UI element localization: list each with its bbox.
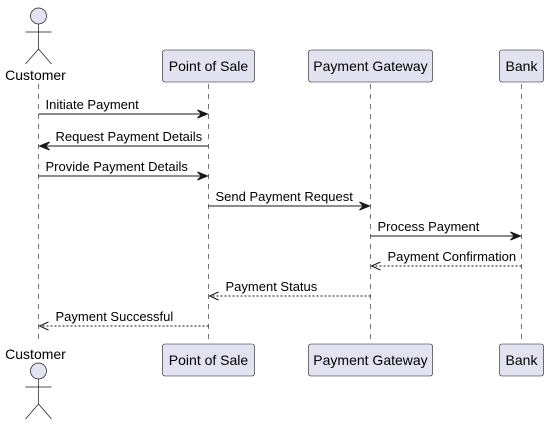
message-1: Initiate Payment xyxy=(38,97,209,119)
participant-label: Payment Gateway xyxy=(313,352,427,368)
actor-top-customer: Customer xyxy=(5,7,66,83)
message-8: Payment Successful xyxy=(38,309,209,331)
message-arrowhead xyxy=(510,231,522,241)
message-label: Payment Status xyxy=(226,279,318,294)
actor-bottom-customer: Customer xyxy=(5,346,66,420)
message-arrowhead xyxy=(197,109,209,119)
participant-bottom-bank: Bank xyxy=(499,343,544,377)
message-label: Payment Confirmation xyxy=(388,249,517,264)
message-2: Request Payment Details xyxy=(38,129,209,151)
participant-top-bank: Bank xyxy=(499,49,544,83)
message-label: Send Payment Request xyxy=(216,189,354,204)
message-4: Send Payment Request xyxy=(208,189,371,211)
message-arrowhead xyxy=(38,321,49,331)
message-arrowhead xyxy=(38,141,50,151)
message-3: Provide Payment Details xyxy=(38,159,209,181)
message-arrowhead xyxy=(359,201,371,211)
message-label: Provide Payment Details xyxy=(46,159,189,174)
message-6: Payment Confirmation xyxy=(370,249,522,271)
participant-top-gateway: Payment Gateway xyxy=(308,49,433,83)
message-label: Request Payment Details xyxy=(56,129,203,144)
participant-bottom-gateway: Payment Gateway xyxy=(308,343,433,377)
actor-label-top: Customer xyxy=(5,67,66,83)
message-label: Process Payment xyxy=(378,219,480,234)
message-7: Payment Status xyxy=(208,279,371,301)
participant-bottom-pos: Point of Sale xyxy=(162,343,255,377)
message-arrowhead xyxy=(197,171,209,181)
participant-label: Bank xyxy=(506,352,539,368)
message-label: Payment Successful xyxy=(56,309,174,324)
participant-label: Payment Gateway xyxy=(313,58,427,74)
message-5: Process Payment xyxy=(370,219,522,241)
participant-label: Point of Sale xyxy=(169,352,249,368)
participant-label: Point of Sale xyxy=(169,58,249,74)
message-arrowhead xyxy=(370,261,381,271)
message-label: Initiate Payment xyxy=(46,97,140,112)
participant-label: Bank xyxy=(506,58,539,74)
actor-label-bottom: Customer xyxy=(5,346,66,362)
message-arrowhead xyxy=(208,291,219,301)
participant-top-pos: Point of Sale xyxy=(162,49,255,83)
